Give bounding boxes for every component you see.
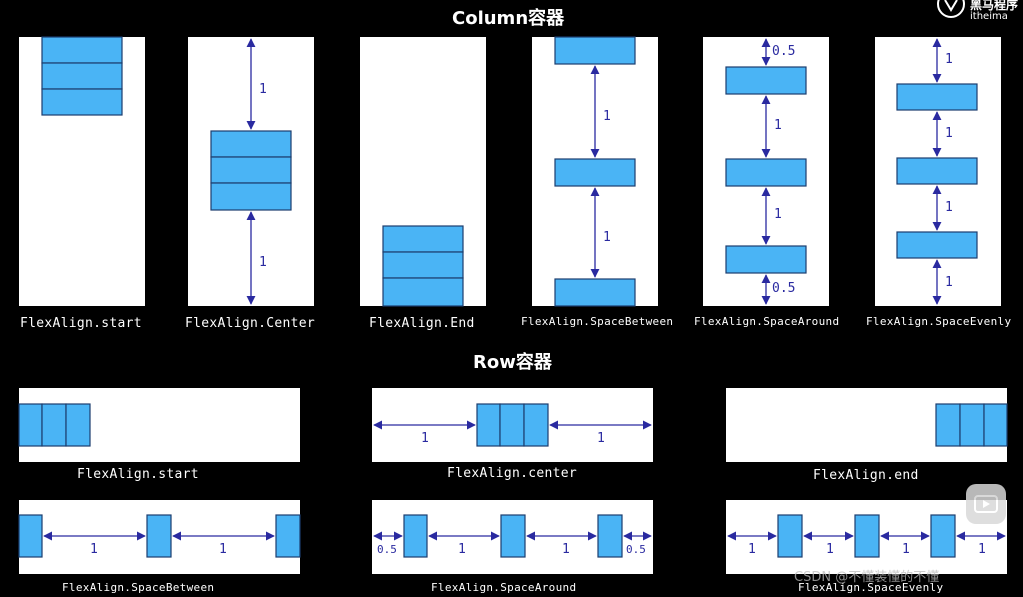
box — [930, 514, 956, 558]
box — [275, 514, 301, 558]
box — [41, 62, 123, 90]
box — [523, 403, 549, 447]
box — [935, 403, 961, 447]
box — [403, 514, 428, 558]
gap-label: 1 — [945, 275, 953, 290]
gap-label: 0.5 — [377, 543, 397, 556]
box — [777, 514, 803, 558]
box — [41, 403, 67, 447]
caption-column-spaceevenly: FlexAlign.SpaceEvenly — [866, 315, 1012, 328]
gap-label: 1 — [603, 109, 611, 124]
box — [65, 403, 91, 447]
gap-label: 1 — [748, 542, 756, 557]
gap-label: 1 — [219, 542, 227, 557]
caption-column-end: FlexAlign.End — [369, 316, 475, 331]
box — [896, 157, 978, 185]
gap-label: 1 — [259, 255, 267, 270]
box — [382, 277, 464, 307]
box — [476, 403, 501, 447]
logo-title: 黑马程序 — [970, 0, 1019, 12]
box — [896, 231, 978, 259]
box — [210, 156, 292, 184]
box — [146, 514, 172, 558]
box — [554, 36, 636, 65]
gap-label: 1 — [562, 542, 570, 557]
itheima-logo — [937, 0, 965, 18]
box — [499, 403, 525, 447]
gap-label: 1 — [458, 542, 466, 557]
gap-label: 1 — [902, 542, 910, 557]
gap-label: 1 — [259, 82, 267, 97]
box — [983, 403, 1008, 447]
gap-label: 1 — [421, 431, 429, 446]
box — [597, 514, 623, 558]
caption-row-spacebetween: FlexAlign.SpaceBetween — [62, 581, 215, 594]
caption-row-center: FlexAlign.center — [447, 466, 578, 481]
caption-row-start: FlexAlign.start — [77, 467, 199, 482]
box — [500, 514, 526, 558]
logo-text: 黑马程序 itheima — [970, 0, 1018, 22]
gap-label: 1 — [945, 200, 953, 215]
gap-label: 1 — [774, 207, 782, 222]
gap-label: 1 — [603, 230, 611, 245]
box — [554, 278, 636, 307]
gap-label: 1 — [90, 542, 98, 557]
logo-subtitle: itheima — [970, 11, 1008, 22]
box — [725, 66, 807, 95]
gap-label: 1 — [826, 542, 834, 557]
gap-label: 1 — [945, 126, 953, 141]
box — [18, 403, 43, 447]
box — [896, 83, 978, 111]
box — [382, 251, 464, 279]
box — [959, 403, 985, 447]
gap-label: 0.5 — [772, 44, 796, 59]
box — [41, 36, 123, 64]
box — [382, 225, 464, 253]
box — [18, 514, 43, 558]
gap-label: 1 — [597, 431, 605, 446]
play-icon — [974, 495, 998, 513]
csdn-watermark: CSDN @不懂装懂的不懂 — [794, 570, 940, 585]
column-title: Column容器 — [452, 8, 565, 29]
box — [854, 514, 880, 558]
video-play-button[interactable] — [966, 484, 1006, 524]
caption-column-spacebetween: FlexAlign.SpaceBetween — [521, 315, 674, 328]
box — [725, 158, 807, 187]
gap-label: 0.5 — [772, 281, 796, 296]
caption-column-spacearound: FlexAlign.SpaceAround — [694, 315, 840, 328]
caption-row-spacearound: FlexAlign.SpaceAround — [431, 581, 577, 594]
caption-row-end: FlexAlign.end — [813, 468, 919, 483]
box — [554, 158, 636, 187]
gap-label: 1 — [774, 118, 782, 133]
gap-label: 1 — [978, 542, 986, 557]
caption-column-start: FlexAlign.start — [20, 316, 142, 331]
box — [210, 130, 292, 158]
box — [725, 245, 807, 274]
gap-label: 0.5 — [626, 543, 646, 556]
caption-row-spaceevenly: FlexAlign.SpaceEvenly — [798, 581, 944, 594]
box — [41, 88, 123, 116]
box — [210, 182, 292, 211]
gap-label: 1 — [945, 52, 953, 67]
row-title: Row容器 — [473, 352, 552, 373]
caption-column-center: FlexAlign.Center — [185, 316, 316, 331]
